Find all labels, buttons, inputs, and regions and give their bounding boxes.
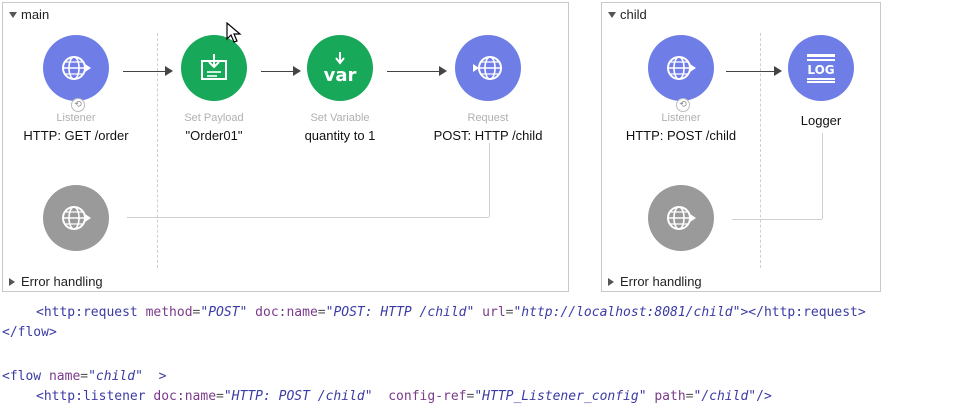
logger-node-label: Logger [800, 113, 842, 128]
http-globe-icon [62, 206, 91, 230]
return-path-line [732, 219, 822, 220]
request-node[interactable] [455, 35, 521, 101]
expand-triangle-icon [9, 277, 15, 286]
return-path-line [489, 143, 490, 217]
child-listener-node-value: HTTP: POST /child [625, 128, 737, 143]
arrow-head-icon [293, 66, 301, 76]
refresh-badge-icon: ⟲ [676, 98, 690, 112]
source-divider [760, 33, 761, 268]
http-globe-icon [62, 56, 91, 80]
listener-node-label: Listener [56, 112, 96, 124]
error-handling-toggle[interactable]: Error handling [9, 274, 103, 289]
logger-node[interactable]: LOG [788, 35, 854, 101]
arrow-head-icon [439, 66, 447, 76]
flow-arrow [387, 71, 439, 72]
error-handling-label: Error handling [620, 274, 702, 289]
down-arrow-icon [335, 51, 345, 65]
child-flow-title: child [620, 7, 647, 22]
var-icon: var [323, 64, 357, 86]
http-globe-icon [667, 206, 696, 230]
return-path-line [127, 217, 489, 218]
set-payload-node[interactable] [181, 35, 247, 101]
http-globe-icon [667, 56, 696, 80]
refresh-badge-icon: ⟲ [71, 98, 85, 112]
child-flow-panel: child ⟲ Listener HTTP: POST /child LOG L… [601, 2, 881, 292]
code-line-flow-close: </flow> [2, 325, 57, 340]
flow-arrow [123, 71, 165, 72]
set-variable-node-label: Set Variable [310, 112, 370, 124]
main-flow-header[interactable]: main [9, 7, 49, 22]
code-line-flow-open: <flow name="child" > [2, 369, 167, 384]
return-path-line [822, 133, 823, 219]
error-handling-toggle[interactable]: Error handling [608, 274, 702, 289]
listener-node[interactable] [43, 35, 109, 101]
arrow-head-icon [165, 66, 173, 76]
source-divider [157, 33, 158, 268]
logger-icon: LOG [807, 54, 835, 83]
arrow-head-icon [774, 66, 782, 76]
request-node-value: POST: HTTP /child [433, 128, 543, 143]
child-source-node[interactable] [648, 185, 714, 251]
child-listener-node[interactable] [648, 35, 714, 101]
collapse-triangle-icon[interactable] [608, 11, 616, 18]
code-line-request: <http:request method="POST" doc:name="PO… [36, 305, 866, 320]
main-flow-panel: main ⟲ Listener HTTP: GET /order Set Pay… [2, 2, 569, 292]
flow-arrow [261, 71, 293, 72]
http-request-icon [473, 56, 502, 80]
set-variable-node-value: quantity to 1 [304, 128, 376, 143]
logger-icon-text: LOG [807, 63, 834, 77]
flow-arrow [726, 71, 774, 72]
collapse-triangle-icon[interactable] [9, 11, 17, 18]
mouse-cursor-icon [226, 22, 242, 43]
expand-triangle-icon [608, 277, 614, 286]
main-flow-title: main [21, 7, 50, 22]
listener-node-value: HTTP: GET /order [23, 128, 129, 143]
child-listener-node-label: Listener [661, 112, 701, 124]
set-payload-node-value: "Order01" [185, 128, 243, 143]
set-payload-node-label: Set Payload [184, 112, 244, 124]
set-variable-node[interactable]: var [307, 35, 373, 101]
request-node-label: Request [467, 112, 509, 124]
source-node[interactable] [43, 185, 109, 251]
child-flow-header[interactable]: child [608, 7, 647, 22]
set-payload-icon [201, 54, 227, 80]
code-line-listener: <http:listener doc:name="HTTP: POST /chi… [36, 389, 772, 404]
error-handling-label: Error handling [21, 274, 103, 289]
